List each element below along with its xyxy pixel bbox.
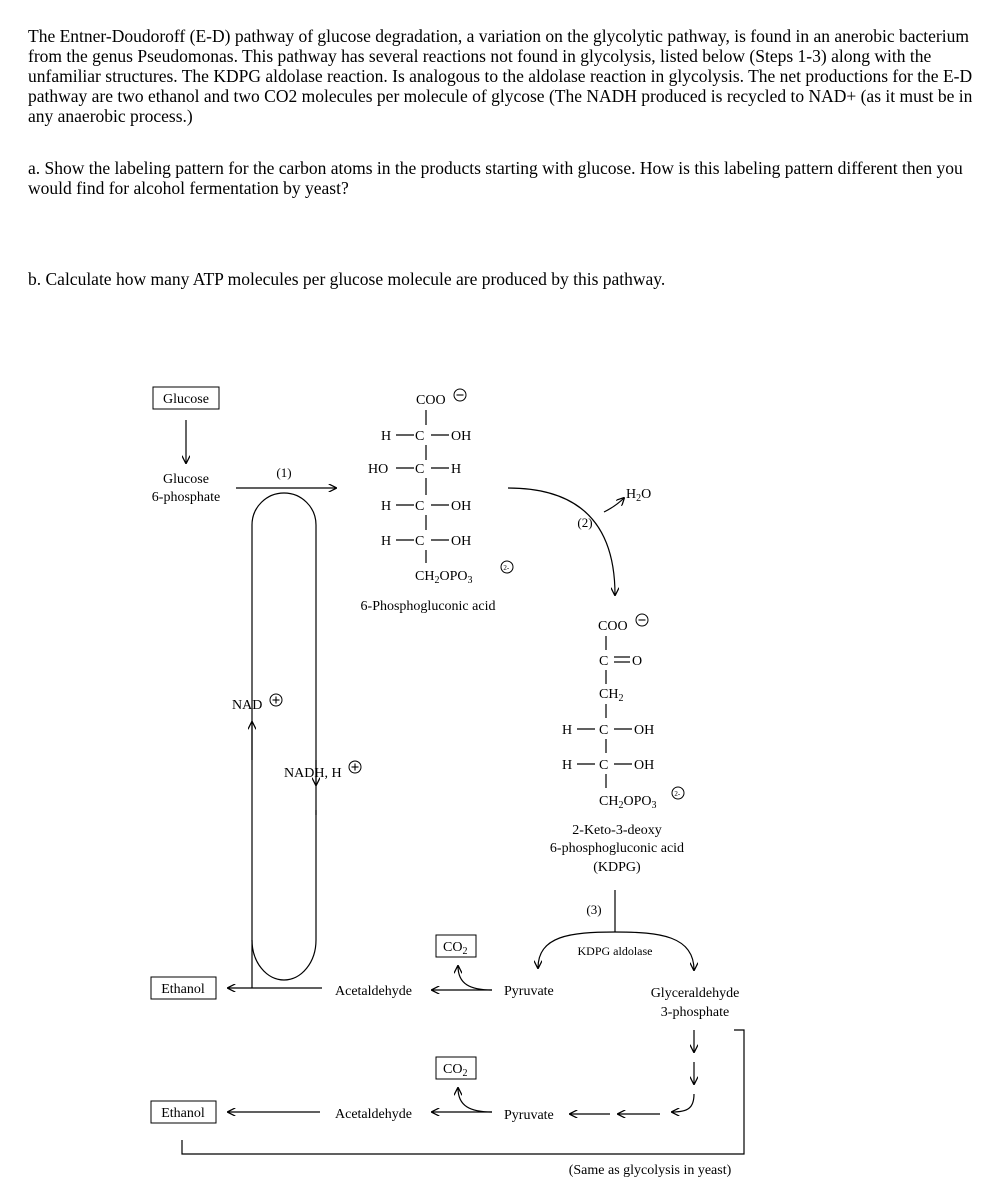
svg-text:O: O	[632, 654, 642, 669]
svg-text:OH: OH	[451, 534, 471, 549]
svg-text:C: C	[599, 758, 608, 773]
svg-text:OH: OH	[451, 499, 471, 514]
phosphogluconic-acid-structure: COO H C OH HO C H H C OH H C OH CH2OPO3	[368, 388, 514, 586]
co2-release-arrow-top	[458, 966, 493, 991]
svg-text:C: C	[415, 534, 424, 549]
ethanol-box-bottom	[150, 1100, 217, 1124]
kdpg-name-line1: 2-Keto-3-deoxy	[572, 823, 661, 838]
ethanol-label-bottom: Ethanol	[161, 1106, 205, 1121]
intro-paragraph: The Entner-Doudoroff (E-D) pathway of gl…	[28, 26, 973, 126]
svg-text:C: C	[415, 462, 424, 477]
nadh-label: NADH, H	[284, 766, 342, 781]
question-b: b. Calculate how many ATP molecules per …	[28, 269, 666, 289]
g3p-label-line2: 3-phosphate	[661, 1005, 729, 1020]
svg-text:HO: HO	[368, 462, 388, 477]
co2-label-bottom: CO2	[443, 1062, 467, 1079]
svg-text:CH2OPO3: CH2OPO3	[599, 794, 656, 811]
question-a: a. Show the labeling pattern for the car…	[28, 158, 963, 198]
aldolase-to-g3p-arrow	[614, 931, 694, 970]
aldolase-to-pyruvate-arrow	[538, 931, 616, 968]
same-as-glycolysis-bracket	[181, 1029, 745, 1155]
svg-text:CH2: CH2	[599, 687, 623, 704]
step-2-label: (2)	[577, 515, 592, 530]
same-as-glycolysis-note: (Same as glycolysis in yeast)	[569, 1163, 732, 1178]
svg-text:OH: OH	[634, 758, 654, 773]
step-1-label: (1)	[276, 465, 291, 480]
g3p-label-line1: Glyceraldehyde	[651, 986, 740, 1001]
co2-label-top: CO2	[443, 940, 467, 957]
phosphogluconic-acid-name: 6-Phosphogluconic acid	[361, 599, 496, 614]
ethanol-box-top	[150, 976, 217, 1000]
svg-text:C: C	[599, 723, 608, 738]
acetaldehyde-label-bottom: Acetaldehyde	[335, 1107, 412, 1122]
svg-text:CH2OPO3: CH2OPO3	[415, 569, 472, 586]
svg-text:H: H	[381, 429, 391, 444]
glucose-box	[152, 386, 220, 410]
svg-text:COO: COO	[416, 393, 446, 408]
glucose-label: Glucose	[163, 392, 209, 407]
co2-box-bottom	[435, 1056, 477, 1080]
step-3-label: (3)	[586, 902, 601, 917]
kdpg-aldolase-label: KDPG aldolase	[578, 944, 653, 958]
g3p-arrow-3	[672, 1093, 695, 1112]
nad-label: NAD	[232, 698, 262, 713]
co2-release-arrow-bottom	[458, 1088, 493, 1113]
svg-text:C: C	[599, 654, 608, 669]
co2-box-top	[435, 934, 477, 958]
g6p-label-line2: 6-phosphate	[152, 490, 220, 505]
svg-text:H: H	[381, 499, 391, 514]
svg-text:H: H	[562, 758, 572, 773]
svg-text:C: C	[415, 499, 424, 514]
svg-text:H: H	[562, 723, 572, 738]
kdpg-structure: COO C O CH2 H C OH H C OH CH2OPO3	[562, 613, 685, 811]
acetaldehyde-label-top: Acetaldehyde	[335, 984, 412, 999]
pyruvate-label-top: Pyruvate	[504, 984, 554, 999]
svg-text:H: H	[451, 462, 461, 477]
water-arrow	[603, 498, 624, 513]
svg-text:OH: OH	[451, 429, 471, 444]
step-2-arrow	[507, 487, 615, 595]
svg-text:H: H	[381, 534, 391, 549]
nad-loop-bottom	[251, 810, 317, 981]
ethanol-label-top: Ethanol	[161, 982, 205, 997]
kdpg-name-line3: (KDPG)	[593, 860, 641, 875]
kdpg-name-line2: 6-phosphogluconic acid	[550, 841, 684, 856]
svg-text:COO: COO	[598, 619, 628, 634]
g6p-label-line1: Glucose	[163, 472, 209, 487]
water-label: H2O	[626, 487, 651, 504]
svg-text:OH: OH	[634, 723, 654, 738]
svg-text:C: C	[415, 429, 424, 444]
nad-loop-top	[251, 492, 317, 988]
pyruvate-label-bottom: Pyruvate	[504, 1108, 554, 1123]
